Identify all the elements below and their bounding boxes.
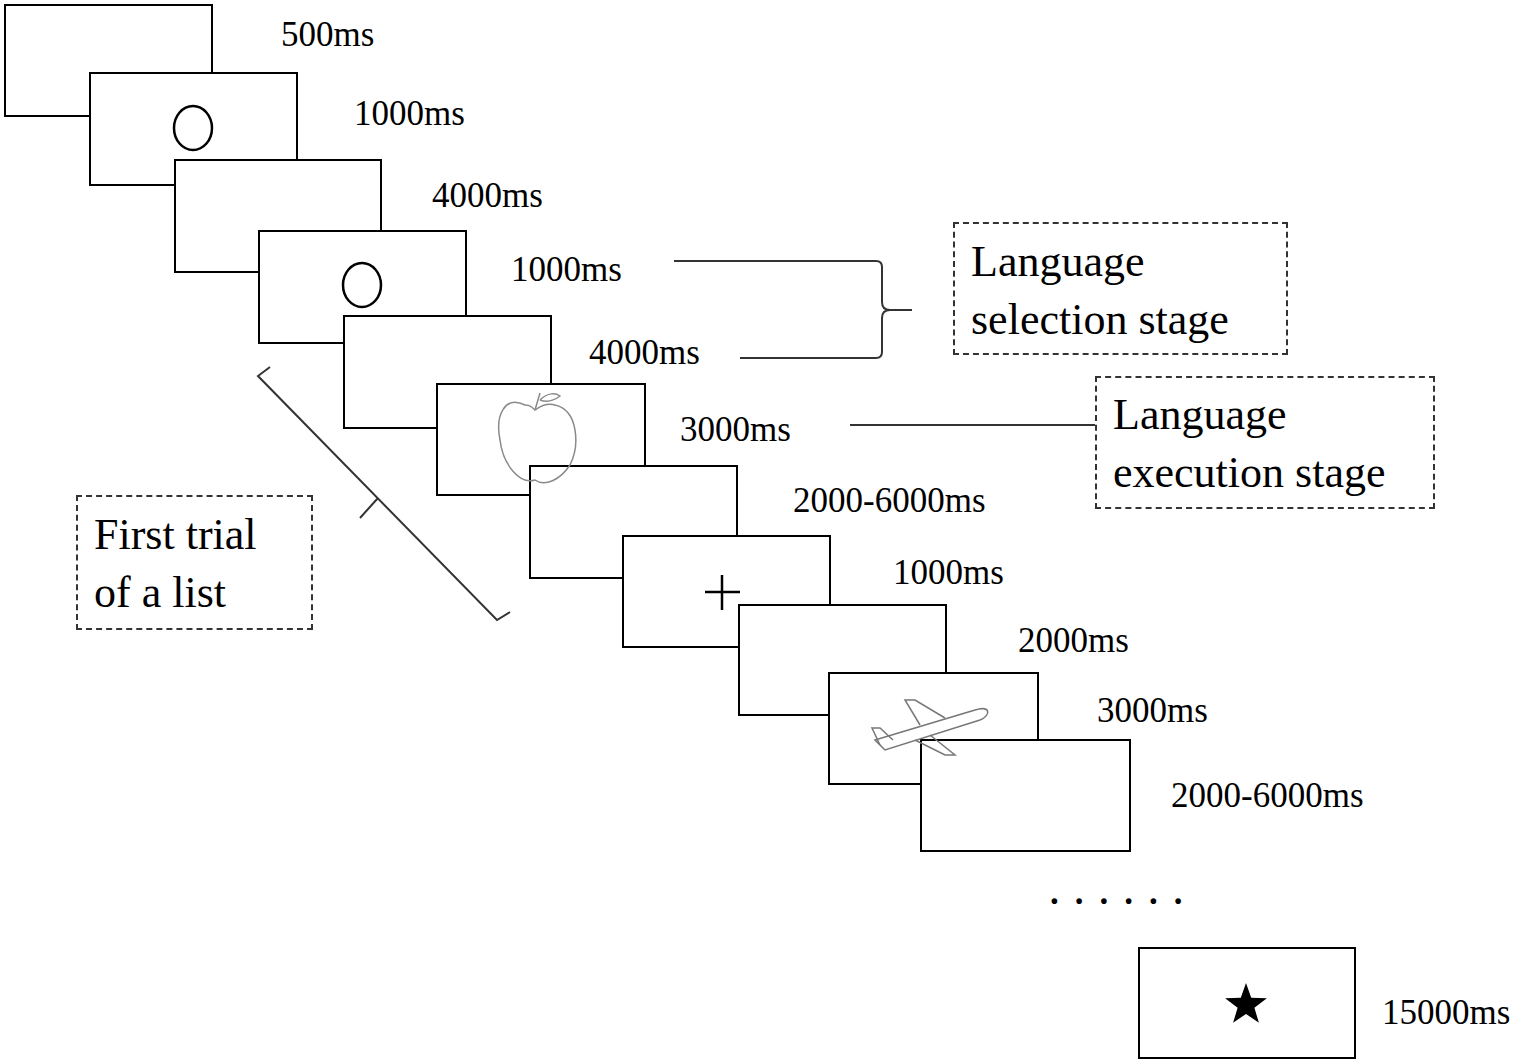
screen-frame	[921, 740, 1130, 851]
duration-label: 4000ms	[432, 176, 543, 216]
stage-box: Language selection stage	[953, 222, 1288, 355]
duration-label: 2000ms	[1018, 621, 1129, 661]
plane-body	[875, 709, 988, 750]
apple-picture	[499, 393, 576, 483]
circle-cue	[174, 106, 212, 150]
stage-box: Language execution stage	[1095, 376, 1435, 509]
plane-wing	[915, 735, 955, 755]
stage-box: First trial of a list	[76, 495, 313, 630]
continuation-dots: ......	[1050, 873, 1199, 913]
duration-label: 1000ms	[511, 250, 622, 290]
fixation-cross	[705, 575, 740, 610]
duration-label: 1000ms	[354, 94, 465, 134]
stage-label: Language execution stage	[1113, 386, 1417, 502]
duration-label: 15000ms	[1382, 993, 1510, 1033]
stage-label: Language selection stage	[971, 233, 1270, 349]
airplane-picture	[872, 700, 988, 755]
selection-brace	[674, 261, 912, 358]
apple-stem	[535, 393, 540, 410]
circle-cue	[343, 263, 381, 307]
cross-bar	[721, 575, 724, 610]
stage-label: First trial of a list	[94, 506, 271, 622]
duration-label: 2000-6000ms	[1171, 776, 1364, 816]
duration-label: 4000ms	[589, 333, 700, 373]
duration-label: 1000ms	[893, 553, 1004, 593]
plane-tail	[872, 728, 893, 745]
duration-label: 2000-6000ms	[793, 481, 986, 521]
apple-leaf	[540, 394, 560, 401]
duration-label: 3000ms	[680, 410, 791, 450]
duration-label: 500ms	[281, 15, 374, 55]
plane-wing	[905, 700, 945, 725]
apple-body	[499, 402, 576, 482]
screen-frame	[1139, 948, 1355, 1058]
execution-leader	[850, 424, 1095, 426]
end-star	[1225, 983, 1267, 1023]
duration-label: 3000ms	[1097, 691, 1208, 731]
